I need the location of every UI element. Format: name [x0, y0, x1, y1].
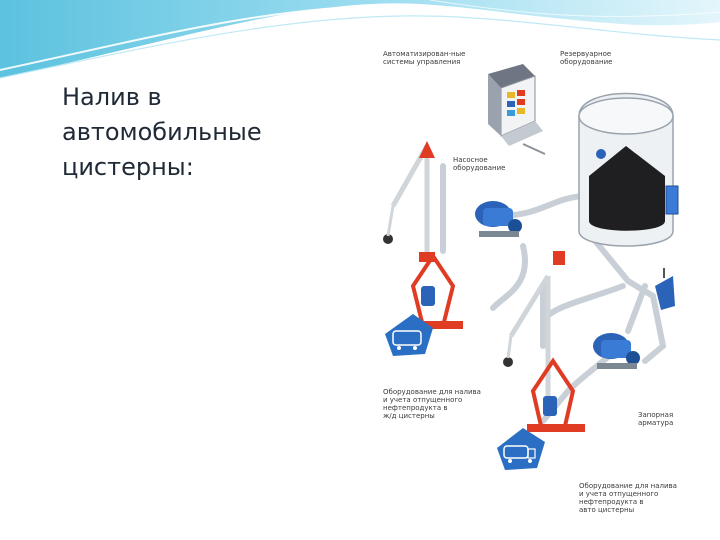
pump-icon [475, 201, 522, 237]
computer-terminal-icon [488, 64, 546, 155]
label-pump-equipment: Насосное оборудование [453, 156, 506, 172]
label-tank-equipment: Резервуарное оборудование [560, 50, 613, 66]
slide-title-line-2: автомобильные [62, 117, 262, 146]
tank-truck-icon [497, 428, 545, 470]
slide-title-line-1: Налив в [62, 83, 162, 111]
diagram-drawing [383, 64, 679, 470]
slide-title-line-3: цистерны: [62, 152, 194, 181]
loading-arm-icon [383, 141, 463, 329]
storage-tank-icon [578, 92, 679, 247]
label-automation-systems: Автоматизирован-ные системы управления [383, 50, 466, 66]
slide-header-wave [0, 0, 720, 79]
rail-tank-icon [385, 314, 433, 356]
valve-icon [655, 268, 675, 310]
label-rail-loading-equipment: Оборудование для налива и учета отпущенн… [383, 388, 481, 420]
slide-title: Налив в автомобильные цистерны: [62, 80, 362, 184]
loading-arm-icon [503, 251, 585, 432]
loading-diagram: Автоматизирован-ные системы управления Р… [383, 46, 692, 526]
label-shutoff-valves: Запорная арматура [638, 411, 674, 427]
pump-icon [593, 333, 640, 369]
label-truck-loading-equipment: Оборудование для налива и учета отпущенн… [579, 482, 677, 514]
